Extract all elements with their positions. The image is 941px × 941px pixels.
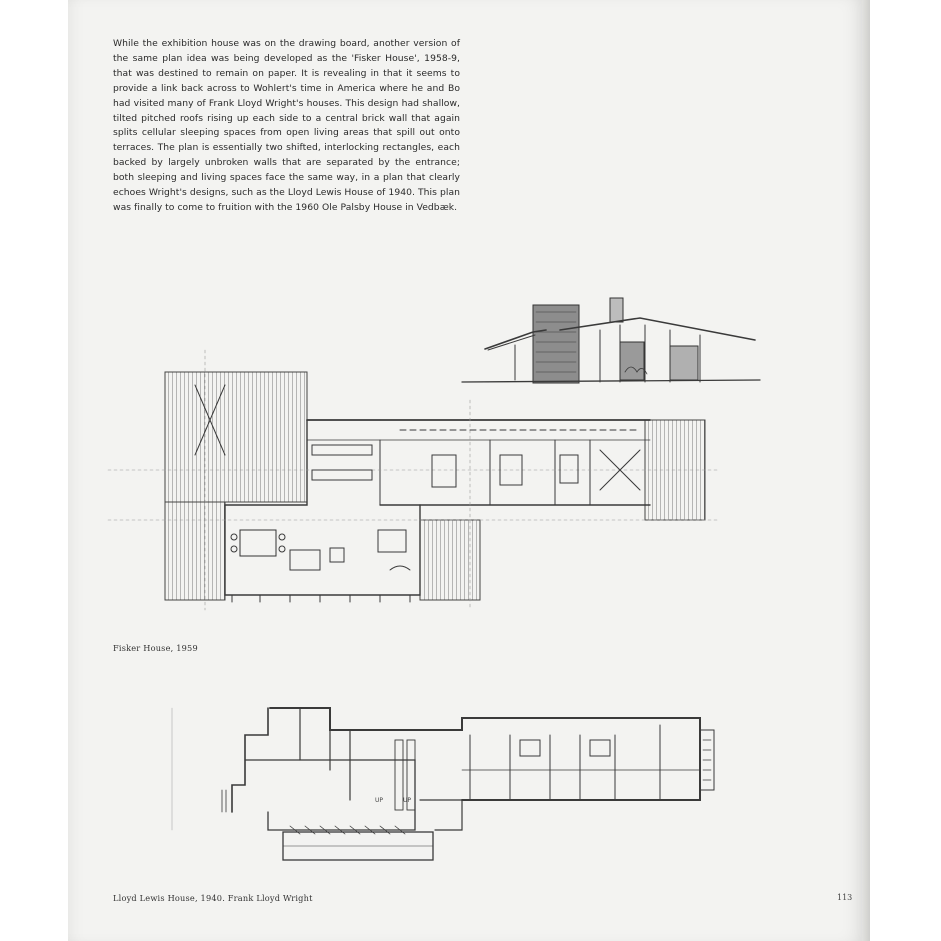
svg-text:UP: UP <box>403 797 411 804</box>
body-paragraph: While the exhibition house was on the dr… <box>113 38 460 213</box>
svg-text:UP: UP <box>375 797 383 804</box>
caption-fisker-house: Fisker House, 1959 <box>113 643 198 653</box>
caption-lloyd-lewis-house: Lloyd Lewis House, 1940. Frank Lloyd Wri… <box>113 893 313 903</box>
page-gutter-shadow <box>862 0 870 941</box>
page-number: 113 <box>837 893 853 902</box>
